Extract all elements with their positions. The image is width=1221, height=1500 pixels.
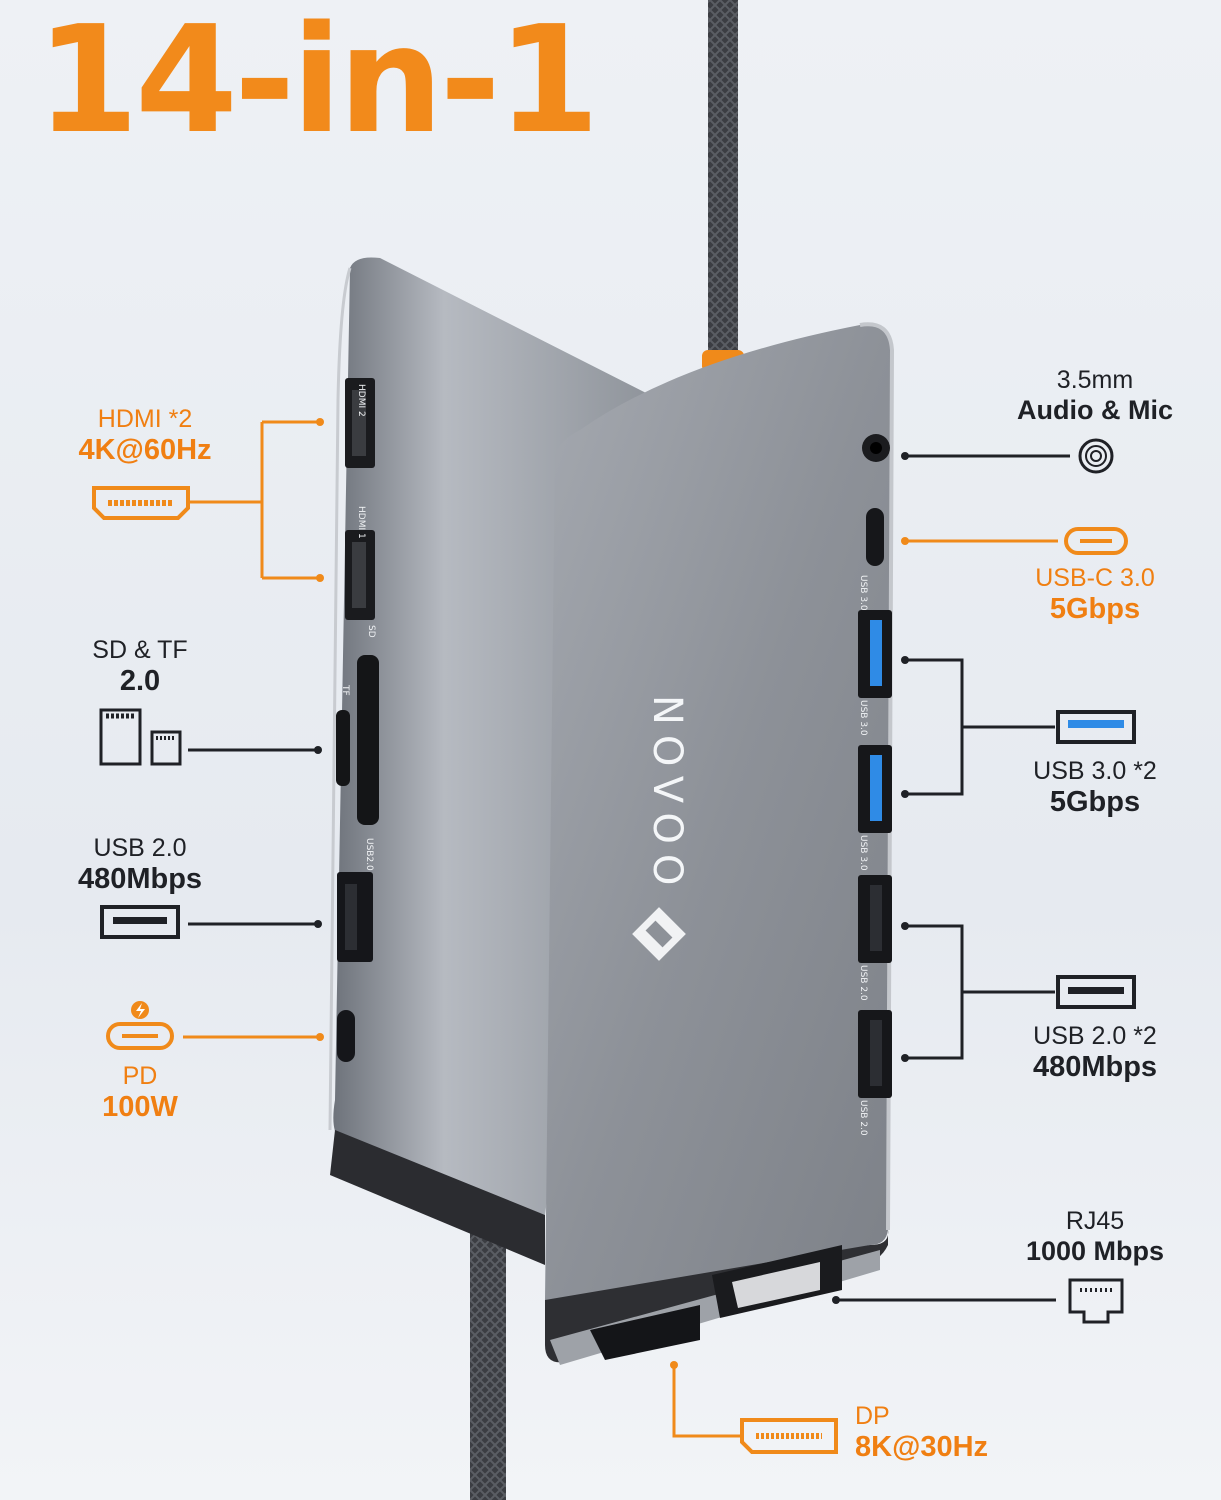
usb3-label: USB 3.0 *2 5Gbps — [1010, 757, 1180, 819]
audio-label-line2: Audio & Mic — [1017, 394, 1173, 425]
audio-jack-icon — [1078, 438, 1114, 474]
dark-connector-lines — [188, 454, 1070, 1302]
rj45-icon — [1068, 1278, 1124, 1324]
usbc-label-line2: 5Gbps — [1049, 592, 1141, 625]
rj45-label-line1: RJ45 — [1065, 1207, 1125, 1235]
usb2-left-label-line2: 480Mbps — [77, 862, 203, 895]
displayport-port — [590, 1305, 700, 1360]
dp-label-line1: DP — [855, 1402, 890, 1430]
usb3-blue-icon — [1056, 710, 1136, 744]
usbc-label: USB-C 3.0 5Gbps — [1010, 564, 1180, 626]
hdmi-icon — [92, 486, 190, 520]
hdmi-label-line1: HDMI *2 — [97, 405, 193, 433]
usbc-marking: USB 3.0 — [858, 575, 868, 611]
usb3-label-line2: 5Gbps — [1049, 785, 1141, 818]
sd-slot — [357, 655, 379, 825]
usb2-left-label: USB 2.0 480Mbps — [60, 834, 220, 896]
usb2-marking: USB2.0 — [364, 838, 374, 871]
usb2-right-label-line1: USB 2.0 *2 — [1033, 1022, 1157, 1050]
cable-top — [708, 0, 738, 370]
hub-back-bottom — [330, 1130, 545, 1265]
rj45-label: RJ45 1000 Mbps — [1005, 1207, 1185, 1267]
dp-label: DP 8K@30Hz — [855, 1402, 1025, 1464]
usb2-right-label: USB 2.0 *2 480Mbps — [1010, 1022, 1180, 1084]
usb3-2-marking: USB 3.0 — [858, 835, 868, 871]
usb-c-icon — [1064, 527, 1128, 555]
usb20-2-marking: USB 2.0 — [858, 1100, 868, 1136]
usb3-1-marking: USB 3.0 — [858, 700, 868, 736]
usb-a-icon — [100, 905, 180, 939]
brand-name: NOVOO — [644, 695, 690, 896]
hub-front-unit — [545, 324, 892, 1321]
audio-label: 3.5mm Audio & Mic — [1000, 366, 1190, 426]
usb20-1-marking: USB 2.0 — [858, 965, 868, 1001]
usbc-label-line1: USB-C 3.0 — [1035, 564, 1155, 592]
usb-a-icon-right — [1056, 975, 1136, 1009]
dp-line — [672, 1365, 740, 1438]
dp-label-line2: 8K@30Hz — [855, 1430, 989, 1463]
sd-marking: SD — [366, 625, 376, 638]
sd-label-line2: 2.0 — [119, 664, 161, 697]
sd-card-icon — [99, 708, 182, 766]
headline: 14-in-1 — [36, 0, 600, 166]
tf-marking: TF — [340, 685, 350, 696]
usb-c-pd-icon — [106, 1001, 174, 1050]
tf-slot — [336, 710, 350, 786]
rj45-label-line2: 1000 Mbps — [1025, 1235, 1165, 1266]
pd-label-line2: 100W — [102, 1090, 178, 1123]
pd-port — [337, 1010, 355, 1062]
sd-label-line1: SD & TF — [92, 636, 188, 664]
cable-bottom — [470, 1200, 506, 1500]
pd-label-line1: PD — [122, 1062, 158, 1090]
hdmi1-marking: HDMI 1 — [356, 506, 366, 539]
hdmi-label: HDMI *2 4K@60Hz — [55, 405, 235, 467]
usb3-label-line1: USB 3.0 *2 — [1033, 757, 1157, 785]
displayport-icon — [740, 1418, 838, 1454]
hdmi-label-line2: 4K@60Hz — [78, 433, 212, 466]
hdmi-bracket — [190, 420, 320, 580]
pd-label: PD 100W — [60, 1062, 220, 1124]
audio-label-line1: 3.5mm — [1056, 366, 1134, 394]
usbc-port — [866, 508, 884, 566]
usb2-right-label-line2: 480Mbps — [1032, 1050, 1158, 1083]
sd-label: SD & TF 2.0 — [60, 636, 220, 698]
hdmi2-marking: HDMI 2 — [356, 384, 366, 417]
usb2-left-label-line1: USB 2.0 — [93, 834, 187, 862]
